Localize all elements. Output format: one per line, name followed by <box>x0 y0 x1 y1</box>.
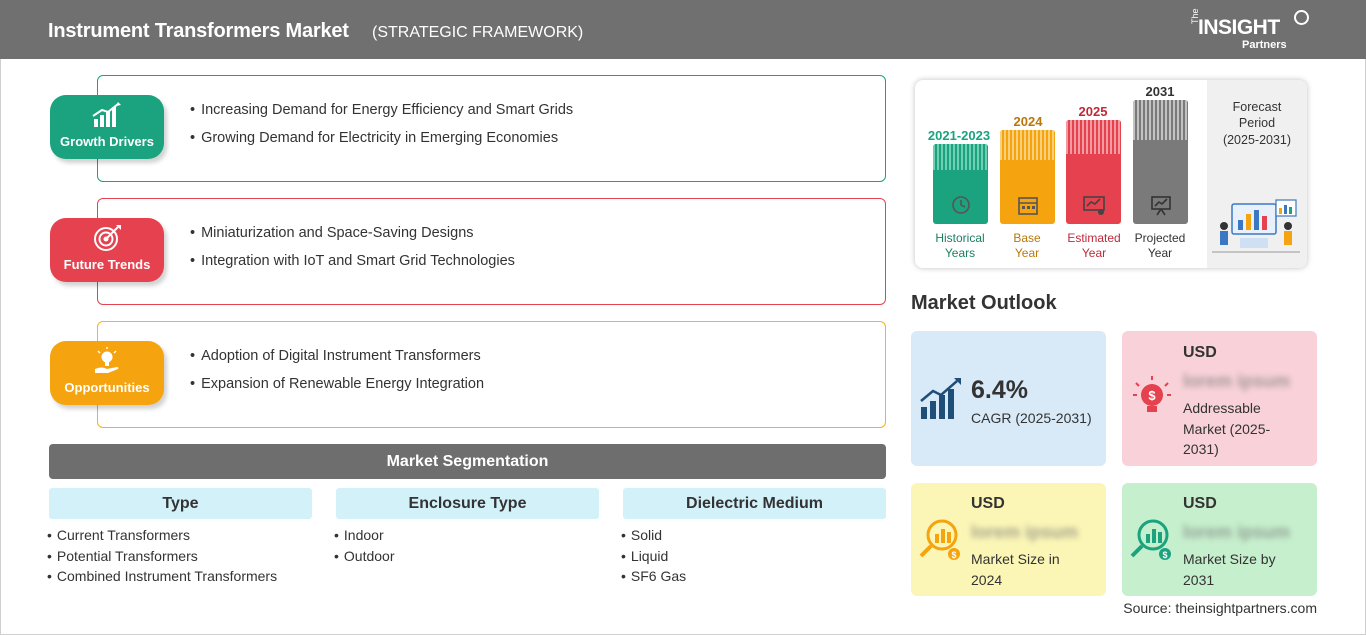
list-item: Indoor <box>334 525 395 546</box>
estimate-icon <box>1083 196 1105 215</box>
addressable-value-blurred: lorem ipsum <box>1183 371 1291 391</box>
timeline-bar-projected <box>1133 100 1188 224</box>
lightbulb-hand-icon <box>95 347 119 373</box>
opportunities-label: Opportunities <box>64 380 150 395</box>
segment-list-dielectric: Solid Liquid SF6 Gas <box>621 525 686 587</box>
target-icon <box>94 225 121 251</box>
opportunities-badge: Opportunities <box>50 341 164 405</box>
growth-drivers-list: Increasing Demand for Energy Efficiency … <box>190 96 573 152</box>
list-item: Adoption of Digital Instrument Transform… <box>190 342 484 370</box>
cagr-card: 6.4% CAGR (2025-2031) <box>911 331 1106 466</box>
svg-text:$: $ <box>1148 388 1156 403</box>
logo-ring-icon <box>1294 10 1309 25</box>
list-item: Integration with IoT and Smart Grid Tech… <box>190 247 515 275</box>
addressable-currency: USD <box>1183 344 1217 361</box>
timeline-year: 2031 <box>1145 84 1175 99</box>
list-item: Liquid <box>621 546 686 567</box>
market-size-2031-card: $ USD lorem ipsum Market Size by 2031 <box>1122 483 1317 596</box>
list-item: Expansion of Renewable Energy Integratio… <box>190 370 484 398</box>
future-trends-badge: Future Trends <box>50 218 164 282</box>
list-item: Miniaturization and Space-Saving Designs <box>190 219 515 247</box>
cagr-label: CAGR (2025-2031) <box>971 410 1092 426</box>
svg-text:$: $ <box>951 550 956 560</box>
analytics-people-icon <box>1212 199 1300 253</box>
forecast-title: Forecast Period <box>1232 100 1282 130</box>
list-item: SF6 Gas <box>621 566 686 587</box>
forecast-range: (2025-2031) <box>1222 133 1292 147</box>
timeline-bar-base <box>1000 130 1055 224</box>
future-trends-box: Miniaturization and Space-Saving Designs… <box>97 198 886 305</box>
timeline-bar-historical <box>933 144 988 224</box>
size-2031-label: Market Size by 2031 <box>1183 551 1276 588</box>
timeline-year: 2024 <box>1013 114 1043 129</box>
size-2024-label: Market Size in 2024 <box>971 551 1060 588</box>
dollar-bulb-icon: $ <box>1133 376 1171 412</box>
addressable-label: Addressable Market (2025-2031) <box>1183 400 1271 457</box>
page-subtitle: (STRATEGIC FRAMEWORK) <box>372 24 584 41</box>
list-item: Increasing Demand for Energy Efficiency … <box>190 96 573 124</box>
header-bar: Instrument Transformers Market (STRATEGI… <box>0 0 1366 59</box>
size-2024-currency: USD <box>971 495 1005 512</box>
magnifier-chart-icon: $ <box>1130 519 1171 560</box>
market-outlook-title: Market Outlook <box>911 292 1057 314</box>
list-item: Solid <box>621 525 686 546</box>
future-trends-label: Future Trends <box>63 257 151 272</box>
projection-icon <box>1151 196 1171 216</box>
cagr-value: 6.4% <box>971 376 1028 404</box>
page-title: Instrument Transformers Market <box>48 20 349 42</box>
history-icon <box>952 196 970 214</box>
addressable-market-card: $ USD lorem ipsum Addressable Market (20… <box>1122 331 1317 466</box>
timeline-year: 2025 <box>1078 104 1108 119</box>
opportunities-list: Adoption of Digital Instrument Transform… <box>190 342 484 398</box>
segment-head-enclosure: Enclosure Type <box>336 488 599 519</box>
growth-drivers-badge: Growth Drivers <box>50 95 164 159</box>
timeline-bar-estimated <box>1066 120 1121 224</box>
growth-drivers-box: Increasing Demand for Energy Efficiency … <box>97 75 886 182</box>
size-2031-currency: USD <box>1183 495 1217 512</box>
logo-main: INSIGHT <box>1198 16 1280 39</box>
growth-chart-icon <box>920 378 961 419</box>
market-size-2024-card: $ USD lorem ipsum Market Size in 2024 <box>911 483 1106 596</box>
size-2031-value-blurred: lorem ipsum <box>1183 522 1291 542</box>
segment-list-enclosure: Indoor Outdoor <box>334 525 395 566</box>
list-item: Potential Transformers <box>47 546 277 567</box>
magnifier-chart-icon: $ <box>919 519 960 560</box>
segment-head-type: Type <box>49 488 312 519</box>
insight-partners-logo[interactable]: The INSIGHT Partners <box>1190 8 1310 52</box>
source-link[interactable]: Source: theinsightpartners.com <box>1123 600 1317 616</box>
timeline-year: 2021-2023 <box>927 128 991 143</box>
segment-list-type: Current Transformers Potential Transform… <box>47 525 277 587</box>
list-item: Growing Demand for Electricity in Emergi… <box>190 124 573 152</box>
logo-partners: Partners <box>1242 39 1287 51</box>
future-trends-list: Miniaturization and Space-Saving Designs… <box>190 219 515 275</box>
size-2024-value-blurred: lorem ipsum <box>971 522 1079 542</box>
segmentation-title: Market Segmentation <box>49 444 886 479</box>
growth-drivers-label: Growth Drivers <box>60 134 154 149</box>
calendar-icon <box>1018 197 1038 215</box>
segment-head-dielectric: Dielectric Medium <box>623 488 886 519</box>
list-item: Outdoor <box>334 546 395 567</box>
opportunities-box: Adoption of Digital Instrument Transform… <box>97 321 886 428</box>
growth-chart-icon <box>92 102 121 127</box>
svg-text:$: $ <box>1162 550 1167 560</box>
list-item: Combined Instrument Transformers <box>47 566 277 587</box>
list-item: Current Transformers <box>47 525 277 546</box>
